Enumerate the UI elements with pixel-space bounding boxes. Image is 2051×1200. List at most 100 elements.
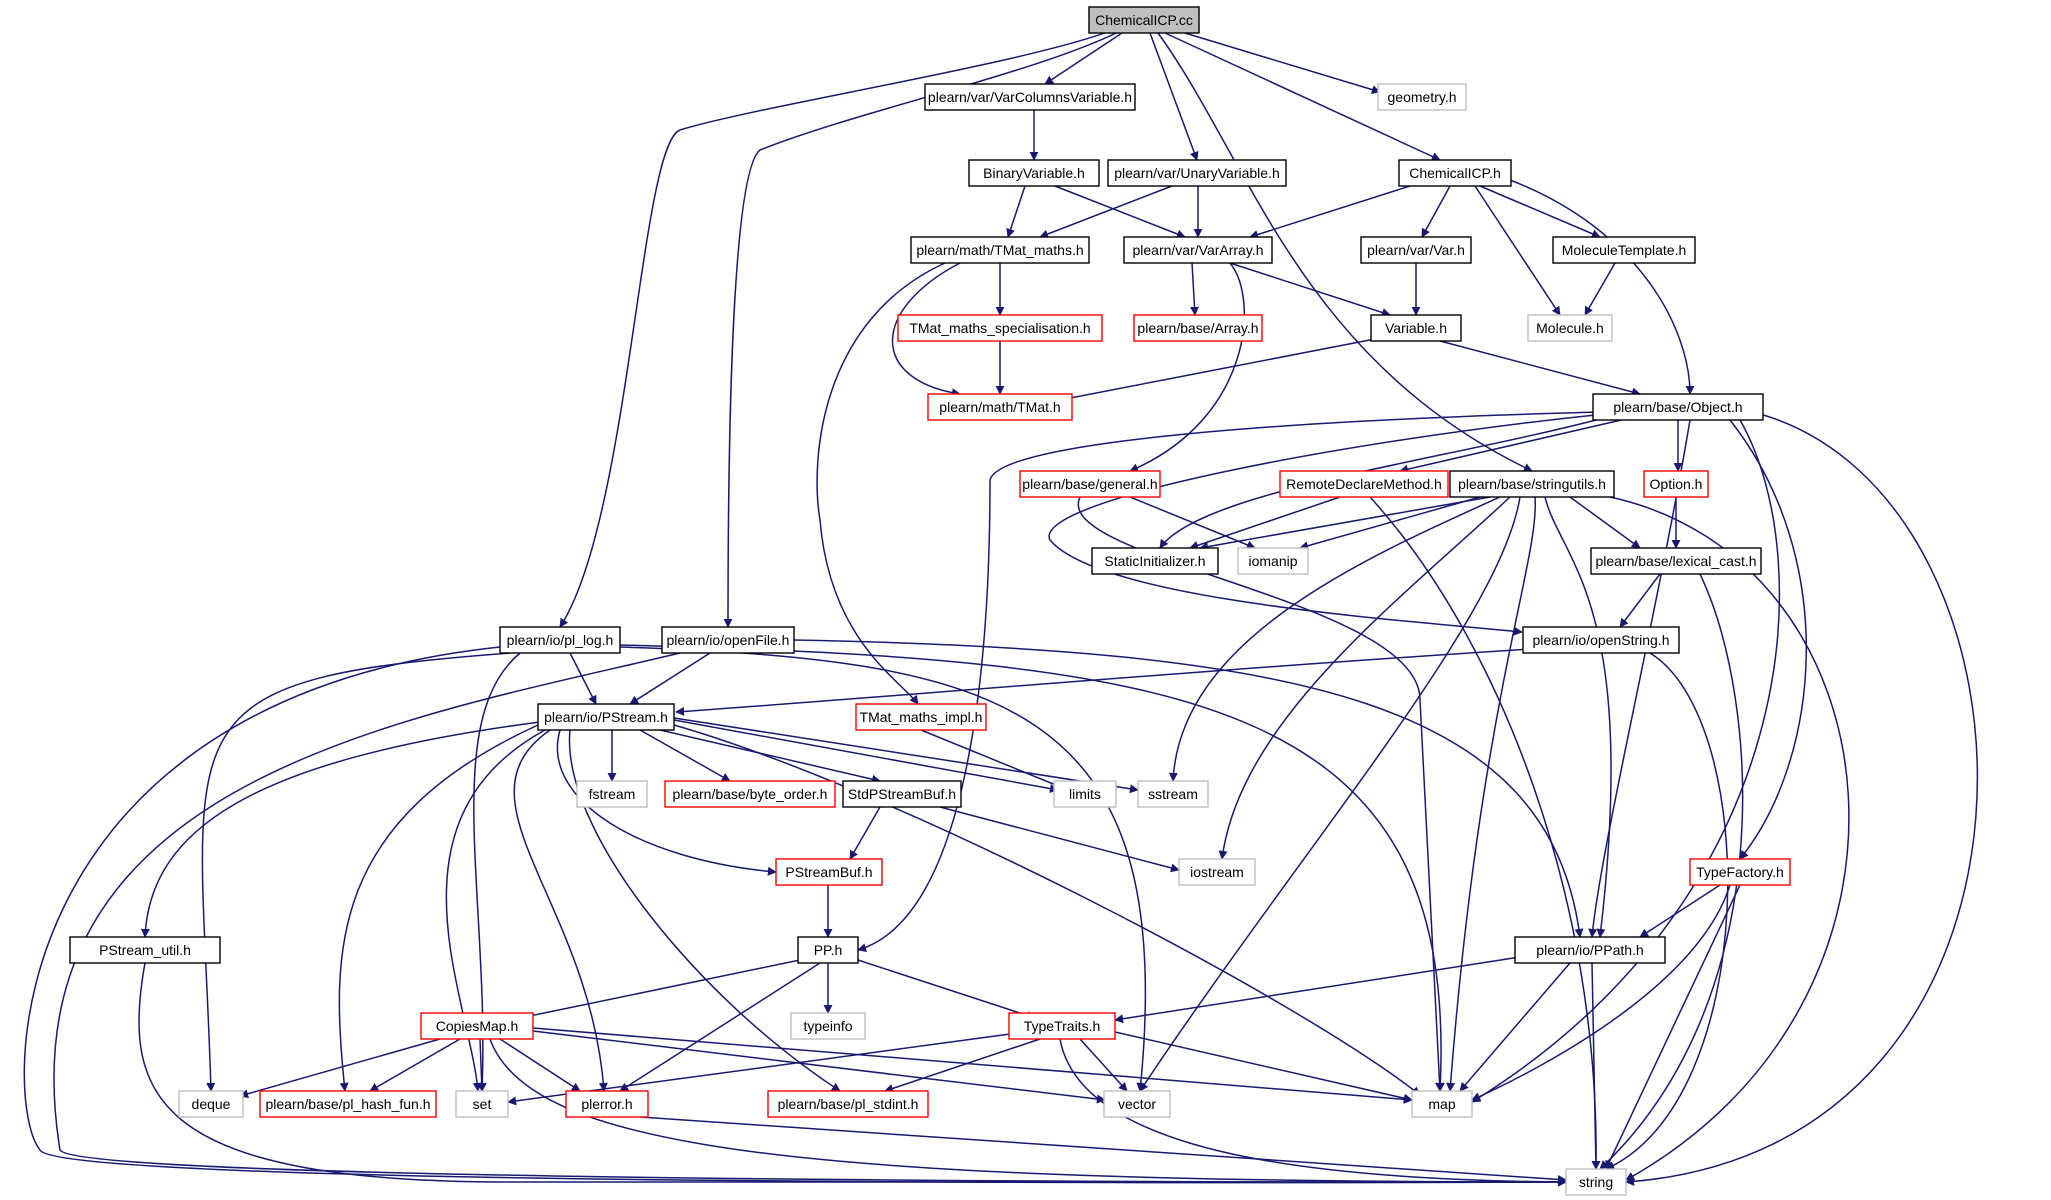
node-unaryvar[interactable]: plearn/var/UnaryVariable.h [1107,159,1287,187]
node-box [1514,936,1666,964]
edge-object-to-map [1471,419,1781,1103]
node-pp[interactable]: PP.h [797,936,859,964]
node-staticinit[interactable]: StaticInitializer.h [1091,547,1219,575]
node-label: plearn/io/pl_log.h [507,632,614,648]
node-label: fstream [589,786,636,802]
node-label: plearn/base/lexical_cast.h [1595,553,1756,569]
node-pllog[interactable]: plearn/io/pl_log.h [499,626,621,654]
node-stdpsbuf[interactable]: StdPStreamBuf.h [842,780,962,808]
edge-stringutils-to-vector [1139,496,1521,1092]
node-box [1643,470,1709,498]
node-typetraits[interactable]: TypeTraits.h [1008,1012,1116,1040]
edge-pstream-to-limits [673,719,1059,793]
node-label: plearn/var/VarColumnsVariable.h [928,89,1132,105]
edge-openfile-to-ppath [793,639,1584,938]
node-tmatimpl[interactable]: TMat_maths_impl.h [855,703,987,731]
node-box [897,314,1103,342]
node-option[interactable]: Option.h [1643,470,1709,498]
edge-stringutils-to-lexcast [1569,496,1641,549]
node-pstream[interactable]: plearn/io/PStream.h [537,703,675,731]
node-openfile[interactable]: plearn/io/openFile.h [661,626,795,654]
node-tmat[interactable]: plearn/math/TMat.h [927,393,1073,421]
node-box [1103,1090,1171,1118]
node-box [1091,547,1219,575]
node-box [1370,314,1462,342]
node-label: Molecule.h [1536,320,1604,336]
node-byteorder[interactable]: plearn/base/byte_order.h [664,780,836,808]
node-ppath[interactable]: plearn/io/PPath.h [1514,936,1666,964]
node-stdint[interactable]: plearn/base/pl_stdint.h [767,1090,929,1118]
node-general[interactable]: plearn/base/general.h [1019,470,1161,498]
node-label: plearn/base/pl_hash_fun.h [265,1096,430,1112]
edge-pstream-to-set [445,729,546,1092]
node-stringutils[interactable]: plearn/base/stringutils.h [1449,470,1615,498]
edge-tmatimpl-to-limits [920,729,1069,792]
node-tmatmaths[interactable]: plearn/math/TMat_maths.h [910,236,1090,264]
node-box [1008,1012,1116,1040]
edge-unaryvar-to-tmatmaths [1039,185,1173,239]
node-vararray[interactable]: plearn/var/VarArray.h [1123,236,1273,264]
edge-typetraits-to-string [1059,1038,1567,1187]
node-varcols[interactable]: plearn/var/VarColumnsVariable.h [924,83,1136,111]
edge-object-to-remote [1399,417,1631,474]
node-string: string [1565,1168,1627,1196]
node-label: RemoteDeclareMethod.h [1286,476,1442,492]
edge-stringutils-to-sstream [1168,496,1501,782]
edge-typetraits-to-vector [1079,1038,1128,1092]
edge-root-to-stringutils [1157,32,1533,472]
node-box [910,236,1090,264]
node-typefactory[interactable]: TypeFactory.h [1689,858,1791,886]
node-label: vector [1118,1096,1156,1112]
node-label: plearn/base/Array.h [1137,320,1258,336]
node-label: map [1428,1096,1455,1112]
node-object[interactable]: plearn/base/Object.h [1592,393,1764,421]
edge-pstream-to-plerror [513,729,608,1092]
node-var[interactable]: plearn/var/Var.h [1360,236,1472,264]
node-label: plearn/io/openFile.h [667,632,790,648]
node-root[interactable]: ChemicalICP.cc [1088,6,1200,34]
node-box [1565,1168,1627,1196]
node-set: set [455,1090,509,1118]
node-sstream: sstream [1137,780,1209,808]
node-basearray[interactable]: plearn/base/Array.h [1133,314,1263,342]
node-map: map [1411,1090,1473,1118]
node-label: plearn/math/TMat_maths.h [916,242,1083,258]
edge-root-to-unaryvar [1149,32,1199,161]
node-remote[interactable]: RemoteDeclareMethod.h [1279,470,1449,498]
node-lexcast[interactable]: plearn/base/lexical_cast.h [1590,547,1762,575]
edge-stringutils-to-staticinit [1199,496,1491,552]
node-box [499,626,621,654]
edge-stringutils-to-iostream [1218,496,1511,860]
node-box [797,936,859,964]
node-chemicp[interactable]: ChemicalICP.h [1398,159,1512,187]
node-binvar[interactable]: BinaryVariable.h [968,159,1100,187]
edge-pllog-to-pstream [569,652,597,705]
edge-lexcast-to-string [1599,573,1744,1170]
node-tmatspec[interactable]: TMat_maths_specialisation.h [897,314,1103,342]
edge-typefactory-to-string [1605,884,1741,1170]
edge-stdpsbuf-to-iostream [939,806,1180,873]
node-typeinfo: typeinfo [790,1012,866,1040]
node-box [1411,1090,1473,1118]
edge-copiesmap-to-plerror [499,1038,581,1092]
node-box [1689,858,1791,886]
node-openstring[interactable]: plearn/io/openString.h [1522,626,1680,654]
node-iostream: iostream [1178,858,1256,886]
edge-general-to-map [1077,496,1445,1092]
node-label: deque [192,1096,231,1112]
node-iomanip: iomanip [1237,547,1309,575]
node-box [1137,780,1209,808]
node-plerror[interactable]: plerror.h [565,1090,649,1118]
edge-pstream-to-hashfun [338,724,539,1092]
node-variable[interactable]: Variable.h [1370,314,1462,342]
node-hashfun[interactable]: plearn/base/pl_hash_fun.h [259,1090,437,1118]
node-label: set [473,1096,492,1112]
node-label: ChemicalICP.h [1409,165,1501,181]
edge-pstream-to-stdint [568,729,841,1092]
node-label: plearn/io/PStream.h [544,709,668,725]
node-moltemplate[interactable]: MoleculeTemplate.h [1552,236,1696,264]
node-copiesmap[interactable]: CopiesMap.h [420,1012,534,1040]
node-psutil[interactable]: PStream_util.h [69,936,221,964]
node-psbuf[interactable]: PStreamBuf.h [775,858,883,886]
